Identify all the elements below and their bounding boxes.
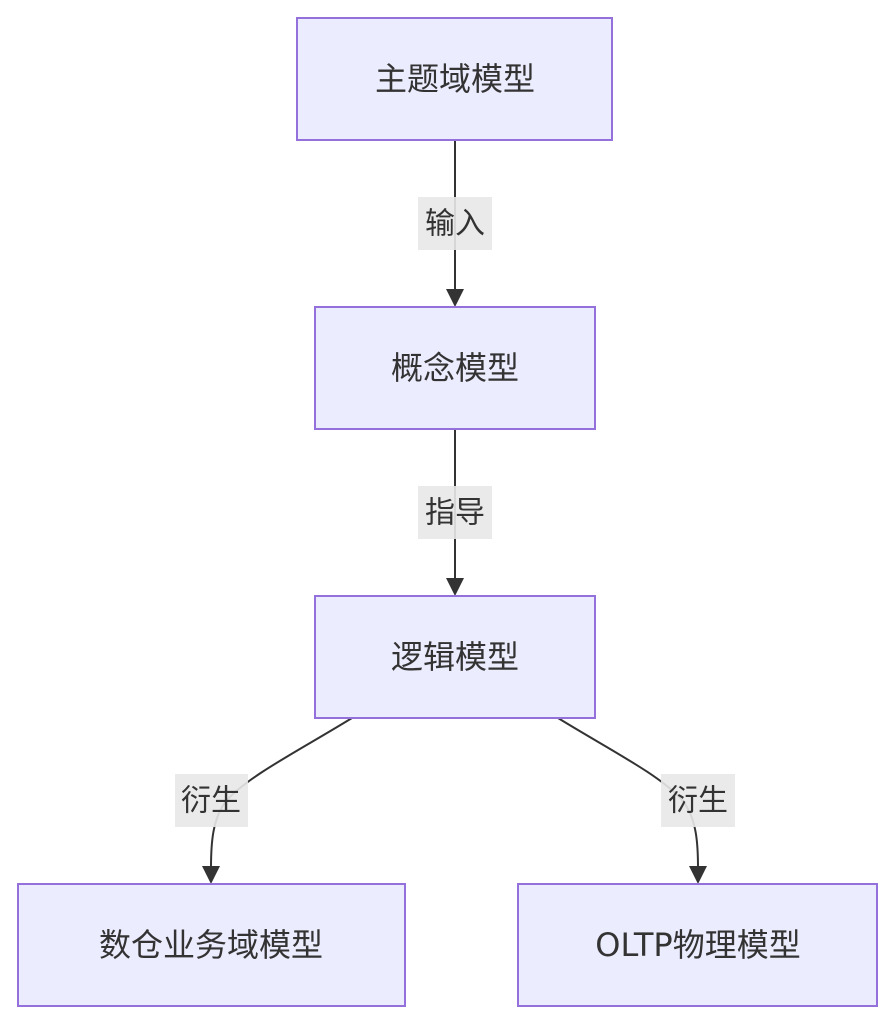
edge-conceptual-to-logical: 指导 <box>418 429 492 596</box>
node-label: 数仓业务域模型 <box>99 926 323 964</box>
node-conceptual-model: 概念模型 <box>314 306 596 430</box>
node-box <box>314 595 596 719</box>
edge-label-background <box>418 197 492 250</box>
node-label: OLTP物理模型 <box>595 926 800 964</box>
arrowhead-icon <box>202 866 220 884</box>
node-logical-model: 逻辑模型 <box>314 595 596 719</box>
edge-label-guide: 指导 <box>425 496 485 531</box>
edge-label-background <box>661 774 735 827</box>
node-label: 逻辑模型 <box>391 638 519 676</box>
arrowhead-icon <box>446 578 464 596</box>
edge-logical-to-oltp: 衍生 <box>557 717 735 884</box>
edge-subject-to-conceptual: 输入 <box>418 140 492 307</box>
arrowhead-icon <box>446 289 464 307</box>
edge-label-background <box>418 486 492 539</box>
node-box <box>314 306 596 430</box>
node-label: 主题域模型 <box>375 60 535 98</box>
edge-label-input: 输入 <box>425 207 485 242</box>
node-box <box>517 883 878 1007</box>
edge-label-background <box>175 774 248 827</box>
node-subject-area-model: 主题域模型 <box>296 17 613 141</box>
node-dw-business-domain-model: 数仓业务域模型 <box>17 883 406 1007</box>
node-box <box>296 17 613 141</box>
node-box <box>17 883 406 1007</box>
node-oltp-physical-model: OLTP物理模型 <box>517 883 878 1007</box>
arrowhead-icon <box>689 866 707 884</box>
node-label: 概念模型 <box>391 349 519 387</box>
edge-logical-to-dw: 衍生 <box>175 717 353 884</box>
edge-label-derive-right: 衍生 <box>668 784 728 819</box>
edge-label-derive-left: 衍生 <box>181 784 241 819</box>
